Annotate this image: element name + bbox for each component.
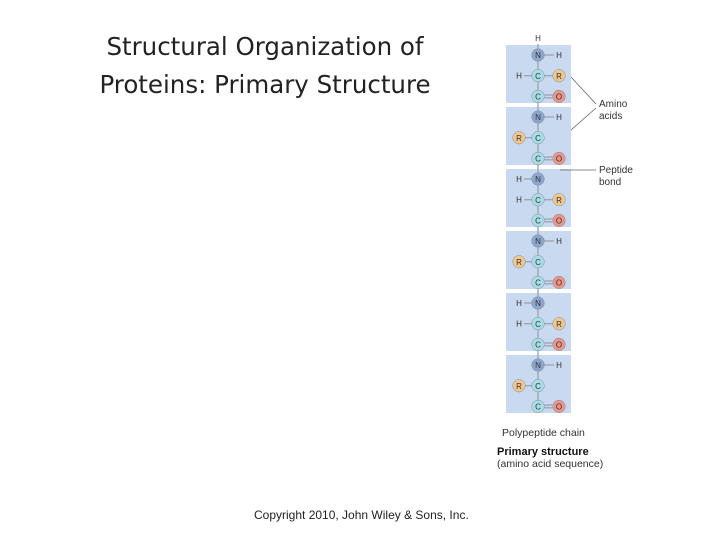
oxygen-atom <box>552 151 566 165</box>
nitrogen-atom <box>531 358 545 372</box>
alpha-carbon-atom-label: C <box>535 320 541 329</box>
alpha-carbon-atom <box>531 193 545 207</box>
carbonyl-carbon-atom <box>531 275 545 289</box>
amine-hydrogen: H <box>556 361 562 370</box>
r-group-atom-label: R <box>516 382 522 391</box>
oxygen-atom-label: O <box>556 403 562 412</box>
oxygen-atom <box>552 337 566 351</box>
carbonyl-carbon-atom <box>531 213 545 227</box>
r-group-atom <box>552 317 566 331</box>
alpha-carbon-atom <box>531 255 545 269</box>
carbonyl-carbon-atom <box>531 399 545 413</box>
copyright-notice: Copyright 2010, John Wiley & Sons, Inc. <box>254 508 469 522</box>
carbonyl-carbon-atom-label: C <box>535 403 541 412</box>
nitrogen-atom-label: N <box>535 361 541 370</box>
primary-structure-caption: Primary structure <box>497 446 589 458</box>
nitrogen-atom-label: N <box>535 299 541 308</box>
oxygen-atom-label: O <box>556 341 562 350</box>
alpha-carbon-atom-label: C <box>535 72 541 81</box>
oxygen-atom-label: O <box>556 155 562 164</box>
polypeptide-chain-caption: Polypeptide chain <box>502 427 585 439</box>
r-group-atom <box>512 255 526 269</box>
carbonyl-carbon-atom <box>531 151 545 165</box>
r-group-atom-label: R <box>556 72 562 81</box>
amine-hydrogen: H <box>556 237 562 246</box>
alpha-carbon-atom-label: C <box>535 196 541 205</box>
oxygen-atom <box>552 275 566 289</box>
nitrogen-atom <box>531 110 545 124</box>
oxygen-atom <box>552 213 566 227</box>
carbonyl-carbon-atom <box>531 337 545 351</box>
oxygen-atom-label: O <box>556 279 562 288</box>
r-group-atom-label: R <box>556 196 562 205</box>
peptide-bond-label-line-2: bond <box>599 177 621 188</box>
amino-acid-sequence-caption: (amino acid sequence) <box>497 458 603 470</box>
nitrogen-atom-label: N <box>535 51 541 60</box>
carbonyl-carbon-atom-label: C <box>535 217 541 226</box>
alpha-hydrogen: H <box>516 196 522 205</box>
amino-callout-line-lower <box>570 107 597 131</box>
nitrogen-atom <box>531 48 545 62</box>
alpha-carbon-atom <box>531 379 545 393</box>
r-group-atom <box>512 379 526 393</box>
carbonyl-carbon-atom-label: C <box>535 155 541 164</box>
alpha-carbon-atom-label: C <box>535 382 541 391</box>
peptide-bond-label-line-1: Peptide <box>599 165 633 176</box>
alpha-carbon-atom <box>531 317 545 331</box>
slide-title-line-1: Structural Organization of <box>106 32 424 61</box>
n-terminal-hydrogen: H <box>535 34 541 43</box>
carbonyl-carbon-atom-label: C <box>535 341 541 350</box>
nitrogen-atom <box>531 234 545 248</box>
carbonyl-carbon-atom-label: C <box>535 93 541 102</box>
alpha-carbon-atom-label: C <box>535 134 541 143</box>
r-group-atom-label: R <box>516 134 522 143</box>
r-group-atom <box>552 69 566 83</box>
slide-title: Structural Organization of Proteins: Pri… <box>60 28 470 104</box>
r-group-atom <box>552 193 566 207</box>
carbonyl-carbon-atom <box>531 89 545 103</box>
nitrogen-atom-label: N <box>535 175 541 184</box>
oxygen-atom <box>552 399 566 413</box>
amino-acids-label-line-2: acids <box>599 111 622 122</box>
alpha-hydrogen: H <box>516 320 522 329</box>
alpha-carbon-atom <box>531 131 545 145</box>
amino-acids-label-line-1: Amino <box>599 99 628 110</box>
r-group-atom-label: R <box>556 320 562 329</box>
alpha-carbon-atom <box>531 69 545 83</box>
carbonyl-carbon-atom-label: C <box>535 279 541 288</box>
r-group-atom-label: R <box>516 258 522 267</box>
alpha-carbon-atom-label: C <box>535 258 541 267</box>
slide-title-line-2: Proteins: Primary Structure <box>99 70 431 99</box>
bond-lines <box>524 44 554 409</box>
nitrogen-atom <box>531 296 545 310</box>
amine-hydrogen: H <box>516 299 522 308</box>
nitrogen-atom <box>531 172 545 186</box>
amino-callout-line-upper <box>570 76 597 105</box>
oxygen-atom-label: O <box>556 217 562 226</box>
alpha-hydrogen: H <box>516 72 522 81</box>
nitrogen-atom-label: N <box>535 113 541 122</box>
nitrogen-atom-label: N <box>535 237 541 246</box>
amine-hydrogen: H <box>556 51 562 60</box>
oxygen-atom-label: O <box>556 93 562 102</box>
oxygen-atom <box>552 89 566 103</box>
r-group-atom <box>512 131 526 145</box>
amine-hydrogen: H <box>556 113 562 122</box>
amine-hydrogen: H <box>516 175 522 184</box>
